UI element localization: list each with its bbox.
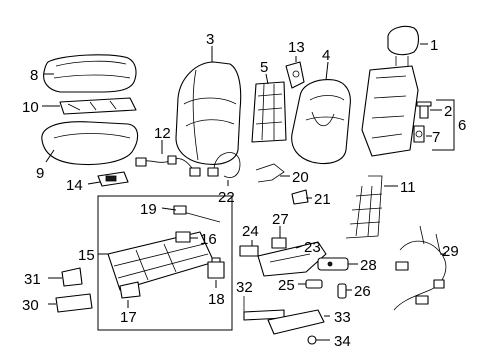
callout-32: 32 bbox=[236, 279, 253, 296]
callout-25: 25 bbox=[278, 277, 295, 294]
seat-back-cover bbox=[175, 61, 242, 165]
seat-switch-bezel bbox=[97, 171, 129, 187]
callout-27: 27 bbox=[272, 211, 289, 228]
seat-wiring-harness bbox=[393, 225, 447, 311]
knob-27 bbox=[271, 237, 287, 249]
seat-adjuster bbox=[107, 231, 215, 291]
callout-10: 10 bbox=[22, 99, 39, 116]
seat-harness-12 bbox=[135, 155, 201, 177]
adjuster-assembly-box bbox=[97, 195, 233, 331]
bracket-31 bbox=[61, 267, 83, 287]
seat-back-pad bbox=[251, 81, 287, 143]
callout-18: 18 bbox=[208, 291, 225, 308]
callout-17: 17 bbox=[120, 309, 137, 326]
seat-cushion-pad bbox=[59, 97, 137, 115]
adjuster-motor-16 bbox=[175, 231, 191, 243]
callout-2: 2 bbox=[444, 103, 452, 120]
leader-lines bbox=[42, 43, 455, 341]
callout-26: 26 bbox=[354, 283, 371, 300]
outer-side-shield bbox=[257, 241, 327, 277]
seat-switch-28 bbox=[317, 257, 349, 271]
callout-numbers: 1 2 3 4 5 6 7 8 9 10 11 12 13 14 15 16 1… bbox=[22, 31, 466, 350]
callout-21: 21 bbox=[314, 191, 331, 208]
callout-3: 3 bbox=[206, 31, 214, 48]
callout-20: 20 bbox=[292, 169, 309, 186]
callout-13: 13 bbox=[288, 39, 305, 56]
headrest-guide-bracket bbox=[285, 61, 305, 89]
cap-25 bbox=[305, 279, 323, 289]
knob-24 bbox=[239, 245, 259, 257]
headrest-guide bbox=[416, 101, 432, 119]
seat-back-panel bbox=[291, 79, 351, 165]
callout-31: 31 bbox=[24, 271, 41, 288]
callout-33: 33 bbox=[334, 309, 351, 326]
cap-26 bbox=[337, 283, 347, 299]
seat-back-frame bbox=[361, 65, 419, 157]
lumbar-support bbox=[345, 175, 383, 239]
callout-22: 22 bbox=[218, 189, 235, 206]
callout-16: 16 bbox=[200, 231, 217, 248]
callout-9: 9 bbox=[36, 165, 44, 182]
callout-23: 23 bbox=[304, 239, 321, 256]
trim-panel-33 bbox=[267, 309, 325, 335]
washer-34 bbox=[307, 335, 317, 345]
callout-12: 12 bbox=[154, 125, 171, 142]
callout-1: 1 bbox=[430, 37, 438, 54]
bracket-20 bbox=[255, 163, 285, 183]
callout-4: 4 bbox=[322, 47, 330, 64]
callout-30: 30 bbox=[22, 297, 39, 314]
callout-7: 7 bbox=[432, 129, 440, 146]
clip-21 bbox=[291, 189, 309, 205]
adjuster-actuator-17 bbox=[119, 281, 141, 299]
callout-5: 5 bbox=[260, 59, 268, 76]
seat-cushion bbox=[41, 121, 139, 166]
callout-11: 11 bbox=[400, 179, 416, 196]
callout-8: 8 bbox=[30, 67, 38, 84]
cover-30 bbox=[55, 293, 93, 313]
adjuster-cable bbox=[173, 205, 221, 223]
callout-14: 14 bbox=[66, 177, 83, 194]
callout-19: 19 bbox=[140, 201, 157, 218]
recliner-mechanism bbox=[413, 125, 425, 143]
callout-28: 28 bbox=[360, 257, 377, 274]
seat-cushion-cover bbox=[43, 54, 137, 93]
callout-6: 6 bbox=[458, 117, 466, 134]
adjuster-motor-18 bbox=[207, 257, 225, 279]
callout-24: 24 bbox=[242, 223, 259, 240]
callout-29: 29 bbox=[442, 243, 459, 260]
harness-22 bbox=[207, 152, 241, 178]
callout-34: 34 bbox=[334, 333, 351, 350]
headrest bbox=[387, 25, 420, 66]
trim-strip-32 bbox=[243, 296, 285, 321]
callout-15: 15 bbox=[78, 247, 95, 264]
